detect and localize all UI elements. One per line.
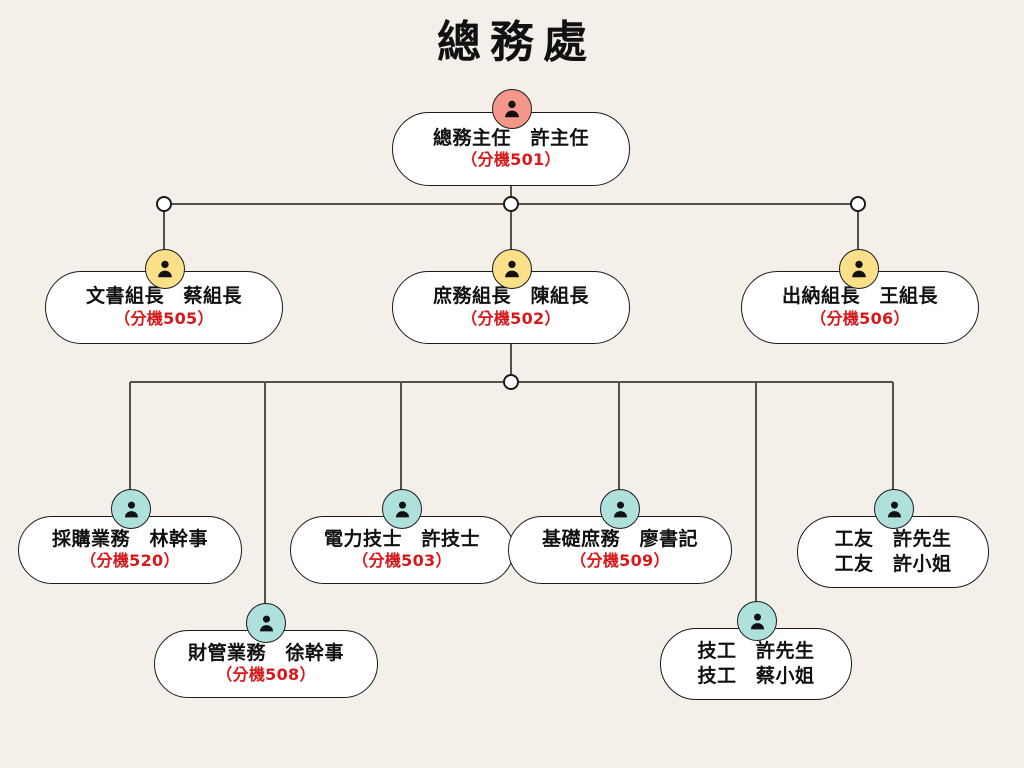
node-title: 庶務組長 陳組長 [432,285,589,308]
node-title: 採購業務 林幹事 [51,527,208,550]
node-title: 基礎庶務 廖書記 [541,527,698,550]
junction-dot-right [850,196,866,212]
node-extension: （分機503） [352,551,452,571]
node-title: 工友 許先生 [834,527,952,550]
person-icon [246,603,286,643]
node-electrical-technician[interactable]: 電力技士 許技士 （分機503） [290,516,514,584]
junction-dot-level2 [503,374,519,390]
node-title-secondary: 工友 許小姐 [834,552,952,575]
node-title: 財管業務 徐幹事 [187,641,344,664]
node-title: 出納組長 王組長 [781,285,938,308]
person-icon [492,249,532,289]
person-icon [839,249,879,289]
person-icon [145,249,185,289]
node-wenshu-group-leader[interactable]: 文書組長 蔡組長 （分機505） [45,271,283,344]
person-icon [382,489,422,529]
person-icon [600,489,640,529]
node-root-title: 總務主任 許主任 [432,126,589,149]
node-title-secondary: 技工 蔡小姐 [697,664,815,687]
person-icon [111,489,151,529]
node-root-extension: （分機501） [461,150,561,170]
node-extension: （分機506） [810,308,910,328]
node-janitors[interactable]: 工友 許先生 工友 許小姐 [797,516,989,588]
page-title: 總務處 [437,17,596,68]
node-extension: （分機508） [216,665,316,685]
junction-dot-center [503,196,519,212]
node-title: 電力技士 許技士 [323,527,480,550]
node-extension: （分機502） [461,308,561,328]
node-title: 技工 許先生 [697,639,815,662]
node-title: 文書組長 蔡組長 [85,285,242,308]
node-extension: （分機520） [80,551,180,571]
node-finance-staff[interactable]: 財管業務 徐幹事 （分機508） [154,630,378,698]
person-icon [737,601,777,641]
person-icon [874,489,914,529]
node-extension: （分機509） [570,551,670,571]
junction-dot-left [156,196,172,212]
node-extension: （分機505） [114,308,214,328]
person-icon [492,89,532,129]
